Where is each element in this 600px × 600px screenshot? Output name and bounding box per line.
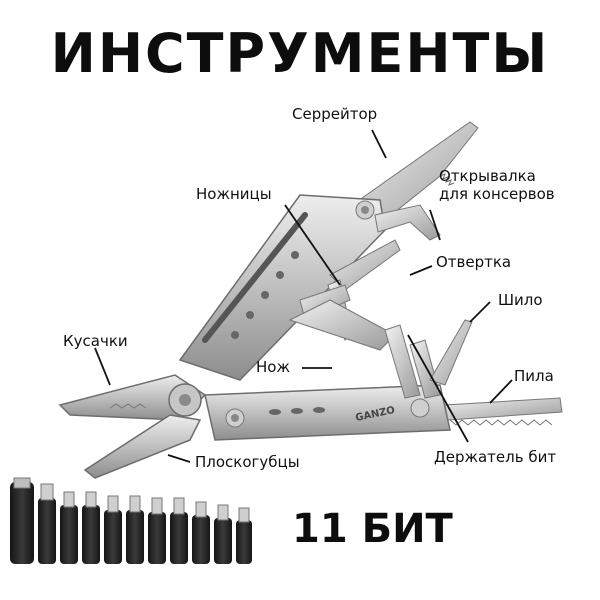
can-opener [374,204,441,241]
saw [444,397,563,426]
leader-bit-holder [407,334,469,443]
label-saw: Пила [514,367,554,385]
lower-handle: GANZO [204,384,451,441]
leader-awl [469,301,491,323]
leader-pliers [167,454,191,463]
page-title: ИНСТРУМЕНТЫ [50,22,550,85]
label-can-opener-line2: для консервов [439,185,555,203]
pliers-head [58,374,207,479]
leader-lines [94,129,513,463]
upper-handle [178,194,386,381]
label-awl: Шило [498,291,543,309]
bit-set [10,477,252,564]
label-bit-holder: Держатель бит [434,448,557,466]
label-can-opener-line1: Открывалка [439,167,536,185]
label-serrator: Серрейтор [292,105,378,123]
label-scissors: Ножницы [196,185,272,203]
label-knife: Нож [256,358,290,376]
label-screwdriver: Отвертка [436,253,512,271]
leader-scissors [284,204,341,286]
leader-screwdriver [409,265,433,276]
bits-count-label: 11 БИТ [292,506,453,552]
label-cutters: Кусачки [63,332,128,350]
leader-saw [489,379,513,404]
awl [429,319,473,386]
bit-holder-tools [384,324,441,399]
leader-can-opener [429,209,441,241]
label-pliers: Плоскогубцы [195,453,300,471]
leader-serrator [371,129,387,159]
leader-cutters [94,347,111,386]
